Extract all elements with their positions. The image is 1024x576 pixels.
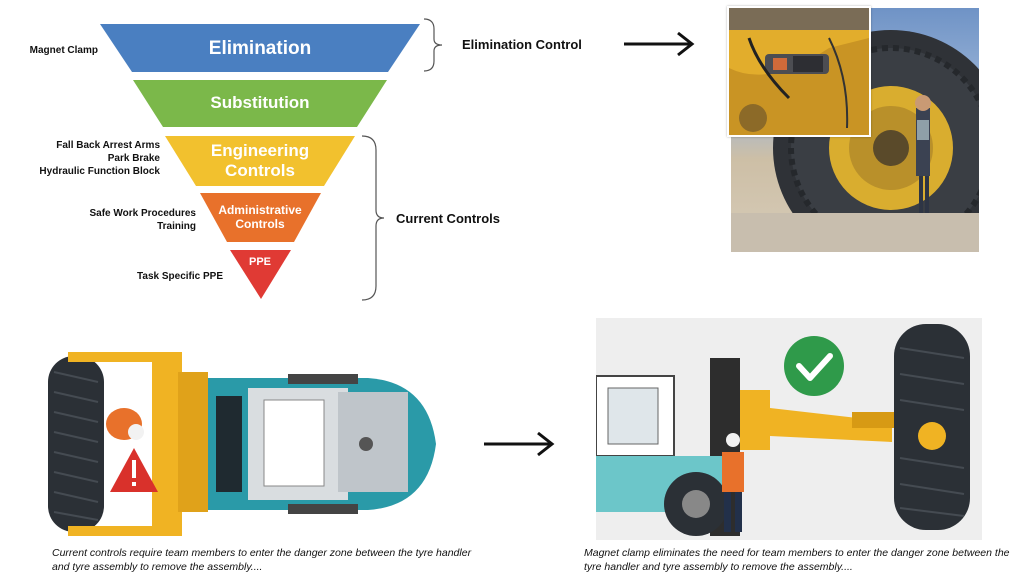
tier-administrative-label-2: Controls — [235, 217, 285, 231]
arrow-right-icon — [624, 31, 695, 57]
label-magnet-clamp: Magnet Clamp — [29, 45, 98, 56]
check-icon — [784, 336, 844, 396]
tier-administrative — [200, 193, 321, 242]
tier-ppe-label: PPE — [248, 256, 271, 268]
tier-elimination — [100, 24, 420, 72]
elimination-control-label: Elimination Control — [462, 37, 582, 52]
label-hydraulic-function-block: Hydraulic Function Block — [39, 166, 160, 177]
magnet-clamp-inset-photo — [727, 6, 871, 137]
hierarchy-of-controls: Elimination Substitution Engineering Con… — [0, 0, 600, 310]
current-handler-diagram — [48, 352, 438, 538]
tier-substitution — [133, 80, 387, 127]
magnet-clamp-caption: Magnet clamp eliminates the need for tea… — [584, 547, 1010, 573]
magnet-clamp-side-view — [595, 324, 970, 536]
label-fall-back-arrest-arms: Fall Back Arrest Arms — [56, 140, 160, 151]
tier-engineering-label-1: Engineering — [210, 141, 310, 160]
tier-engineering-label-2: Controls — [225, 161, 295, 180]
arrow-right-icon — [484, 431, 555, 457]
bracket-elimination — [423, 18, 443, 72]
label-training: Training — [157, 221, 196, 232]
tier-elimination-label: Elimination — [208, 38, 312, 59]
tyre-handler-top-view — [48, 352, 436, 536]
label-park-brake: Park Brake — [107, 153, 160, 164]
current-controls-caption: Current controls require team members to… — [52, 547, 472, 573]
tier-engineering — [165, 136, 355, 186]
hierarchy-pyramid — [100, 24, 420, 299]
tier-administrative-label-1: Administrative — [218, 203, 302, 217]
magnet-clamp-diagram — [595, 318, 982, 540]
current-controls-label: Current Controls — [396, 211, 500, 226]
bracket-current-controls — [361, 135, 385, 301]
tier-ppe — [230, 250, 291, 299]
label-safe-work-procedures: Safe Work Procedures — [89, 208, 196, 219]
label-task-specific-ppe: Task Specific PPE — [137, 271, 223, 282]
tier-substitution-label: Substitution — [210, 93, 310, 112]
